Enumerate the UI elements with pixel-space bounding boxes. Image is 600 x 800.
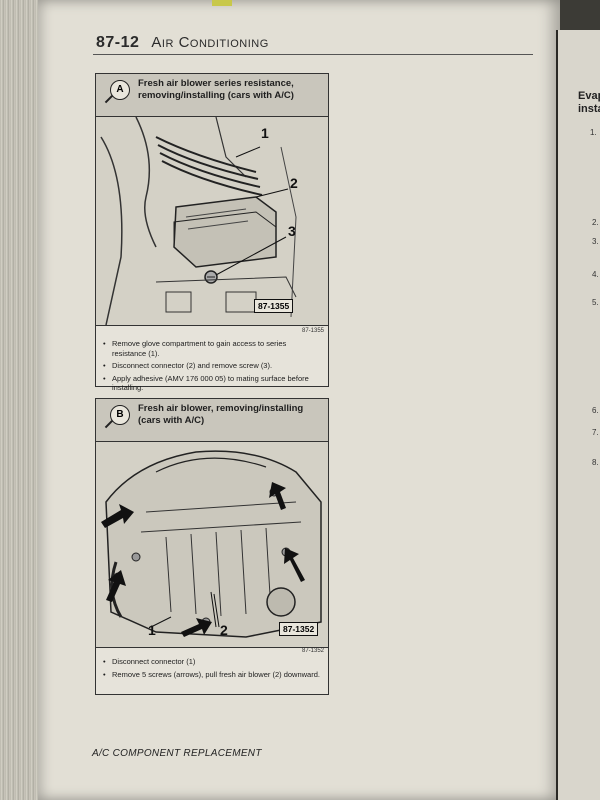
facing-step-8: 8.	[592, 458, 599, 467]
step-item: Disconnect connector (2) and remove scre…	[103, 361, 322, 371]
callout-2: 2	[290, 175, 298, 191]
panel-a-steps: Remove glove compartment to gain access …	[102, 339, 322, 396]
procedure-panel-b: B Fresh air blower, removing/installing …	[95, 398, 329, 695]
facing-step-4: 4.	[592, 270, 599, 279]
facing-step-2: 2.	[592, 218, 599, 227]
panel-a-header: A Fresh air blower series resistance, re…	[96, 74, 328, 117]
magnifier-handle	[104, 419, 114, 429]
callout-1: 1	[261, 125, 269, 141]
facing-step-7: 7.	[592, 428, 599, 437]
facing-page: Evap insta 1. 2. 3. 4. 5. 6. 7. 8.	[556, 30, 600, 800]
callout-2: 2	[220, 622, 228, 638]
magnifier-icon: B	[110, 405, 130, 425]
figure-label: 87-1352	[279, 622, 319, 636]
bookmark-tab	[212, 0, 232, 6]
callout-1: 1	[148, 622, 156, 638]
procedure-panel-a: A Fresh air blower series resistance, re…	[95, 73, 329, 392]
page-footer: A/C COMPONENT REPLACEMENT	[92, 748, 262, 759]
section-title: Air Conditioning	[151, 34, 269, 51]
facing-page-title: Evap insta	[578, 90, 600, 116]
facing-step-5: 5.	[592, 298, 599, 307]
figure-ref: 87-1355	[302, 328, 325, 334]
callout-3: 3	[288, 223, 296, 239]
panel-b-steps: Disconnect connector (1) Remove 5 screws…	[102, 657, 322, 682]
step-item: Disconnect connector (1)	[103, 657, 322, 667]
panel-a-illustration: 1 2 3 87-1355	[96, 116, 328, 326]
step-item: Remove glove compartment to gain access …	[103, 339, 322, 358]
page-header: 87-12 Air Conditioning	[96, 34, 269, 52]
blower-drawing	[96, 442, 326, 647]
figure-label: 87-1355	[254, 299, 294, 313]
facing-step-1: 1.	[590, 128, 597, 137]
panel-b-title: Fresh air blower, removing/installing (c…	[138, 403, 304, 426]
page-number: 87-12	[96, 34, 140, 51]
panel-a-title: Fresh air blower series resistance, remo…	[138, 78, 294, 101]
figure-ref: 87-1352	[302, 648, 325, 654]
series-resistance-drawing	[96, 116, 326, 326]
facing-step-3: 3.	[592, 237, 599, 246]
magnifier-icon: A	[110, 80, 130, 100]
panel-b-header: B Fresh air blower, removing/installing …	[96, 399, 328, 442]
facing-title-line2: insta	[578, 103, 600, 115]
magnifier-handle	[104, 94, 114, 104]
facing-step-6: 6.	[592, 406, 599, 415]
panel-b-illustration: 1 2 87-1352	[96, 442, 328, 648]
step-item: Apply adhesive (AMV 176 000 05) to matin…	[103, 374, 322, 393]
facing-title-line1: Evap	[578, 90, 600, 102]
header-rule	[93, 54, 533, 55]
step-item: Remove 5 screws (arrows), pull fresh air…	[103, 670, 322, 680]
